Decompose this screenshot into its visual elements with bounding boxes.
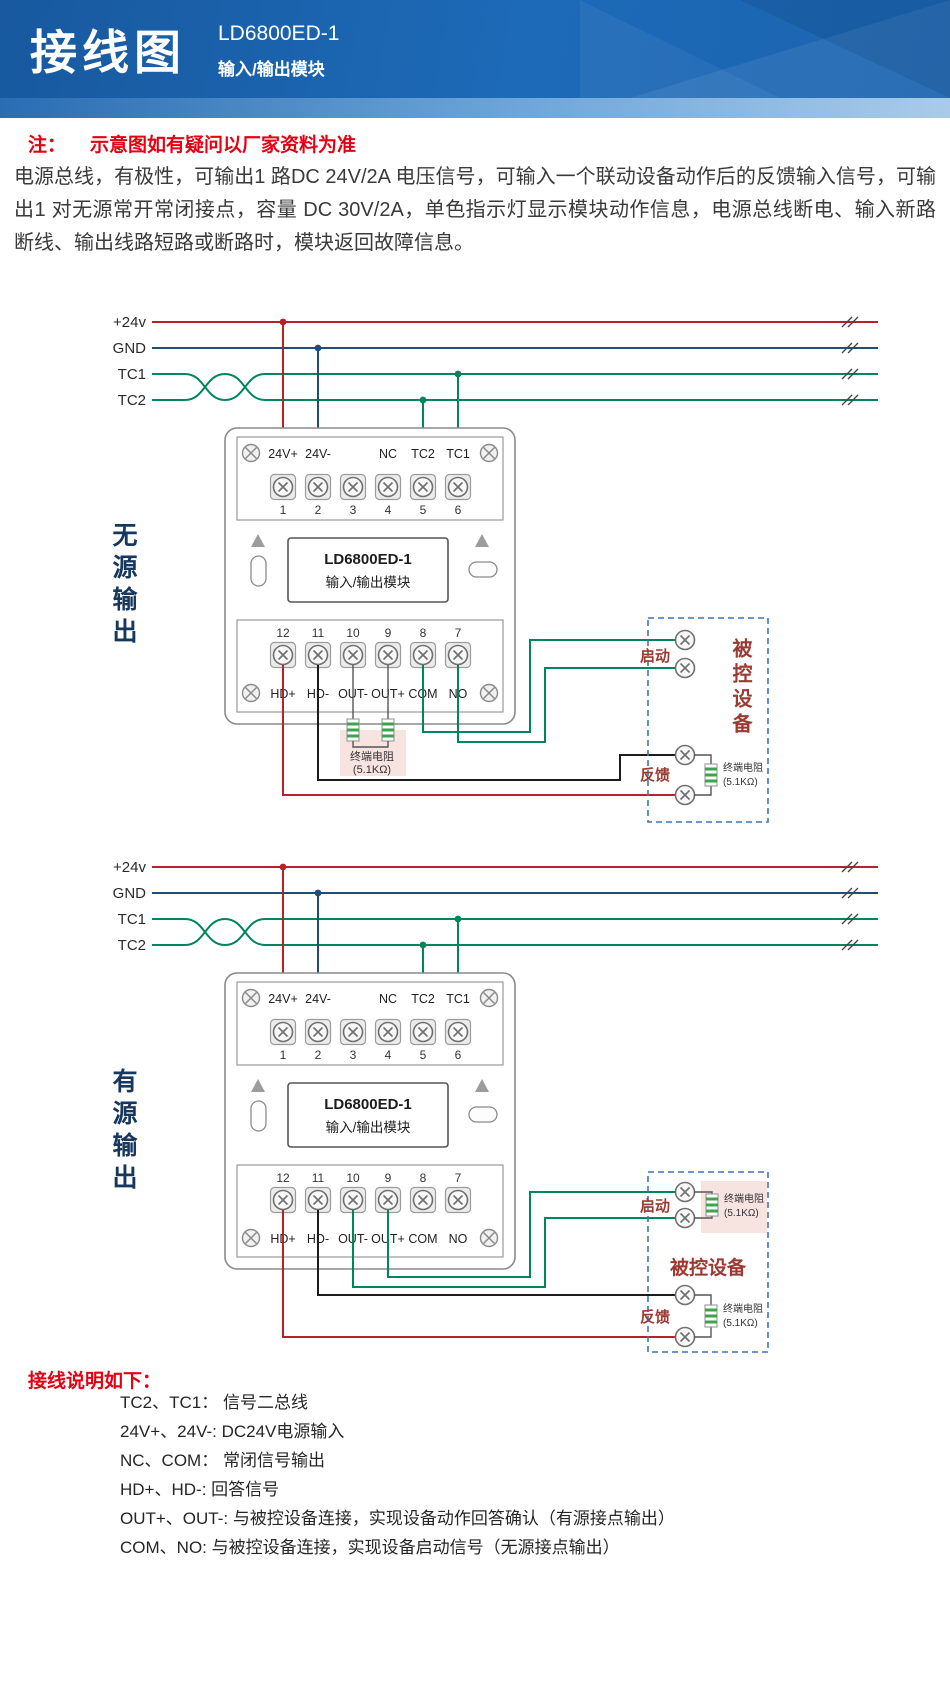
wiring-note-item: NC、COM： 常闭信号输出 [120, 1451, 325, 1470]
resistor-name: 终端电阻 [350, 749, 394, 763]
start-label: 启动 [640, 1197, 670, 1215]
device-outline [647, 1171, 769, 1353]
section-label-passive-output: 无源输出 [109, 522, 137, 650]
resistor-value: (5.1KΩ) [353, 764, 391, 776]
feedback-to-hd-minus-wire [317, 1210, 675, 1296]
wiring-notes-list: TC2、TC1： 信号二总线 24V+、24V-: DC24V电源输入 NC、C… [120, 1394, 675, 1568]
start-label: 启动 [640, 647, 670, 665]
out-plus-to-start-wire [387, 1191, 675, 1278]
module-type-subtitle: 输入/输出模块 [218, 60, 325, 79]
wiring-note-item: TC2、TC1： 信号二总线 [120, 1393, 308, 1412]
external-wires [282, 639, 675, 796]
resistor-value: (5.1KΩ) [723, 777, 758, 788]
feedback-to-hd-plus-wire [282, 1210, 675, 1338]
resistor-name: 终端电阻 [723, 761, 763, 774]
wiring-note-item: COM、NO: 与被控设备连接，实现设备启动信号（无源接点输出） [120, 1538, 620, 1557]
resistor-value: (5.1KΩ) [724, 1208, 759, 1219]
controlled-device-box: 启动 终端电阻 (5.1KΩ) 被控设备 反馈 终端电阻 (5.1KΩ) [640, 1171, 769, 1353]
page-title: 接线图 [30, 26, 186, 79]
controlled-device-label: 被控设备 [670, 1256, 747, 1279]
com-to-start-wire [422, 639, 675, 733]
description-paragraph: 电源总线，有极性，可输出1 路DC 24V/2A 电压信号，可输入一个联动设备动… [14, 166, 936, 254]
caution-note: 注： 示意图如有疑问以厂家资料为准 [28, 130, 356, 157]
resistor-name: 终端电阻 [723, 1302, 763, 1315]
controlled-device-box: 启动 反馈 终端电阻 (5.1KΩ) [640, 617, 769, 823]
header-subband [0, 98, 950, 118]
wiring-diagram-svg: +24v GND TC1 TC2 [0, 300, 950, 1353]
wiring-note-item: HD+、HD-: 回答信号 [120, 1480, 280, 1499]
section-label-active-output: 有源输出 [109, 1068, 137, 1196]
resistor-name: 终端电阻 [724, 1192, 764, 1205]
diagram-passive-output: 终端电阻 (5.1KΩ) 启动 反馈 终端电阻 (5.1KΩ) [113, 314, 878, 823]
header-facet-decoration [580, 0, 780, 98]
wiring-note-item: 24V+、24V-: DC24V电源输入 [120, 1422, 345, 1441]
wiring-note-item: OUT+、OUT-: 与被控设备连接，实现设备动作回答确认（有源接点输出） [120, 1509, 675, 1528]
module-terminal-resistor: 终端电阻 (5.1KΩ) [340, 665, 406, 776]
diagram-active-output: 启动 终端电阻 (5.1KΩ) 被控设备 反馈 终端电阻 (5.1KΩ) [113, 859, 878, 1353]
external-wires [282, 1191, 675, 1338]
controlled-device-label-vertical: 被控设备 [729, 638, 751, 738]
device-outline [647, 617, 769, 823]
feedback-to-hd-plus-wire [282, 665, 675, 796]
resistor-value: (5.1KΩ) [723, 1318, 758, 1329]
out-minus-to-start-wire [352, 1210, 675, 1288]
feedback-label: 反馈 [640, 766, 670, 784]
feedback-label: 反馈 [640, 1308, 670, 1326]
wiring-notes-title: 接线说明如下： [28, 1371, 162, 1392]
header-banner: 接线图 LD6800ED-1 输入/输出模块 [0, 0, 950, 98]
no-to-start-wire [457, 665, 675, 743]
note-label: 注： [28, 135, 67, 156]
model-number: LD6800ED-1 [218, 22, 340, 45]
note-text: 示意图如有疑问以厂家资料为准 [90, 135, 357, 156]
feedback-to-hd-minus-wire [317, 665, 675, 781]
